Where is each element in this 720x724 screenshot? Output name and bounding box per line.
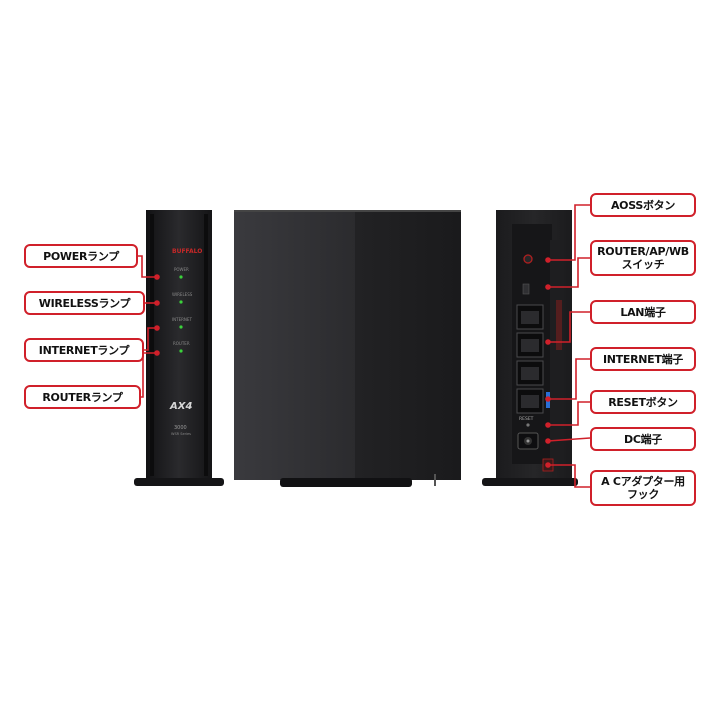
lamp-label-power: POWER [174,267,189,272]
reset-label: RESET [519,416,534,422]
callout-text: ROUTERランプ [42,390,123,404]
router-side-view [234,210,461,487]
callout-text: POWERランプ [43,249,119,263]
reset-button [526,423,530,427]
lamp-label-wireless: WIRELESS [172,292,193,297]
lamp-label-internet: INTERNET [172,317,192,322]
side-stand [280,478,412,487]
callout-internet-lamp: INTERNETランプ [24,338,144,362]
model-logo: AX4 [169,401,192,412]
callout-text: RESETボタン [608,395,678,409]
callout-dc-port: DC端子 [590,427,696,451]
lamp-label-router: ROUTER [173,341,190,346]
callout-text: WIRELESSランプ [38,296,131,310]
callout-text: ROUTER/AP/WB スイッチ [597,245,689,271]
callout-router-lamp: ROUTERランプ [24,385,141,409]
back-stand [482,478,578,486]
internet-lamp [179,325,183,329]
router-lamp [179,349,183,353]
callout-text: DC端子 [623,432,662,446]
left-callout-lines [138,255,160,398]
brand-mark: BUFFALO [172,248,202,255]
right-callout-lines [545,204,591,488]
router-back-view: RESET [482,210,578,486]
callout-text: INTERNET端子 [602,352,683,366]
front-stand [134,478,224,486]
router-front-view: BUFFALO POWER WIRELESS INTERNET ROUTER A… [134,210,224,486]
model-series: WSR Series [171,432,191,436]
wireless-lamp [179,300,183,304]
callout-aoss-button: AOSSボタン [590,193,696,217]
callout-wireless-lamp: WIRELESSランプ [24,291,145,315]
callout-text: A Cアダプター用 フック [601,475,685,501]
callout-mode-switch: ROUTER/AP/WB スイッチ [590,240,696,276]
mode-switch [522,283,530,295]
callout-text: LAN端子 [620,305,666,319]
callout-text: INTERNETランプ [38,343,130,357]
aoss-button [523,254,533,264]
callout-text: AOSSボタン [610,198,676,212]
callout-internet-port: INTERNET端子 [590,347,696,371]
model-number: 3000 [174,425,187,431]
internet-port [516,388,550,414]
callout-adapter-hook: A Cアダプター用 フック [590,470,696,506]
callout-lan-port: LAN端子 [590,300,696,324]
callout-reset-button: RESETボタン [590,390,696,414]
lan-ports [516,304,544,386]
callout-power-lamp: POWERランプ [24,244,138,268]
power-lamp [179,275,183,279]
